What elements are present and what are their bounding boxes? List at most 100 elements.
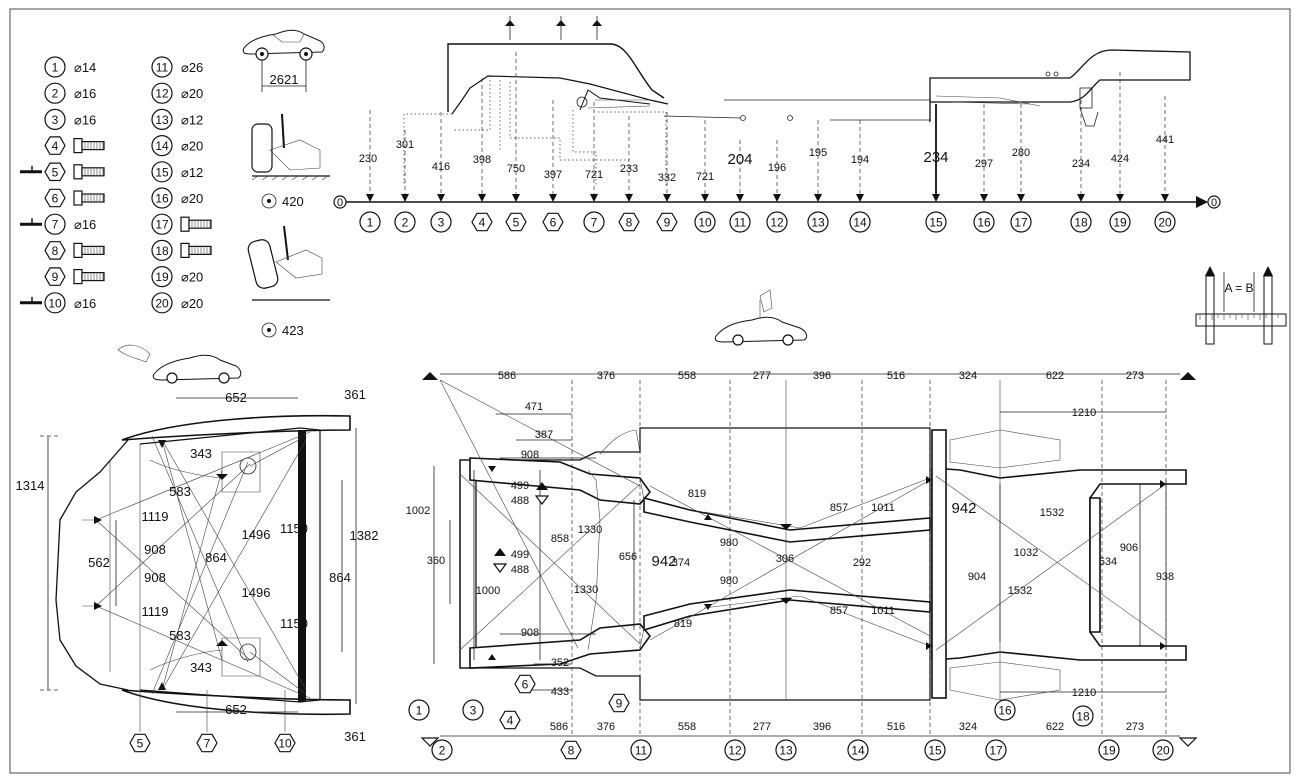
- plan-bottom-label-13-number: 13: [779, 744, 793, 758]
- front-label-10-number: 10: [278, 737, 292, 751]
- legend-item-18: 18: [151, 239, 212, 261]
- plan-extra-label-9: 9: [608, 693, 630, 713]
- plan-dim-rear-906: 906: [1120, 542, 1138, 554]
- plan-dim-front-387: 387: [535, 429, 553, 441]
- legend-item-16-spec: ⌀20: [181, 191, 203, 206]
- legend-item-17-bolt-icon: [180, 216, 212, 232]
- legend-item-19: 19⌀20: [151, 266, 203, 288]
- legend-item-11: 11⌀26: [151, 56, 203, 78]
- plan-dim-front-360: 360: [427, 555, 445, 567]
- legend-item-13: 13⌀12: [151, 108, 203, 131]
- legend-item-3-marker-number: 3: [52, 113, 59, 127]
- side-point-5-marker: 5: [505, 212, 527, 232]
- plan-bottom-label-17: 17: [985, 739, 1007, 761]
- side-point-11-marker: 11: [729, 211, 751, 233]
- legend-item-17-marker: 17: [151, 213, 173, 235]
- front-dim-diag-583-a: 583: [169, 484, 191, 499]
- legend-item-13-marker: 13: [151, 108, 173, 131]
- side-point-4-height: 398: [473, 154, 491, 166]
- wheelbase-value: 2621: [270, 72, 299, 87]
- plan-dim-diag-1011-a: 1011: [871, 502, 895, 514]
- legend-item-6-marker-number: 6: [52, 192, 59, 206]
- plan-dim-center-374: 374: [672, 557, 690, 569]
- legend-item-14: 14⌀20: [151, 135, 203, 157]
- side-point-18-height: 234: [1072, 158, 1090, 170]
- plan-dim-center-656: 656: [619, 551, 637, 563]
- legend-item-6-marker: 6: [44, 188, 66, 208]
- plan-bottom-segment-7: 324: [959, 721, 977, 733]
- side-point-17-marker-number: 17: [1014, 216, 1028, 230]
- side-point-10-height: 721: [696, 171, 714, 183]
- legend-item-20-marker: 20: [151, 292, 173, 314]
- front-suspension-sketch: 420: [251, 113, 330, 209]
- side-point-4-marker: 4: [471, 212, 493, 232]
- legend-item-14-marker: 14: [151, 135, 173, 157]
- plan-extra-label-4-number: 4: [507, 714, 514, 728]
- legend-item-2-spec: ⌀16: [74, 86, 96, 101]
- front-dim-side-span-lower: 1150: [280, 616, 308, 631]
- plan-bottom-segment-4: 277: [753, 721, 771, 733]
- plan-extra-label-16: 16: [994, 699, 1016, 721]
- plan-top-segment-1: 586: [498, 370, 516, 382]
- plan-bottom-segment-5: 396: [813, 721, 831, 733]
- side-point-15-marker-number: 15: [929, 216, 943, 230]
- side-point-15: 234 15: [923, 104, 949, 233]
- side-point-19-marker-number: 19: [1113, 216, 1127, 230]
- side-point-11-marker-number: 11: [734, 216, 747, 230]
- front-dim-diag-1119-b: 1119: [142, 604, 169, 619]
- side-point-16-height: 297: [975, 158, 993, 170]
- plan-dim-front-height: 1002: [406, 505, 430, 517]
- legend-item-3: 3 ⌀16: [44, 108, 96, 131]
- side-point-5-height: 750: [507, 163, 525, 175]
- legend-item-5-marker-number: 5: [52, 165, 59, 179]
- side-point-7-height: 721: [585, 169, 603, 181]
- plan-dim-diag-857-a: 857: [830, 502, 848, 514]
- legend-item-3-spec: ⌀16: [74, 112, 96, 127]
- side-point-14-height: 194: [851, 154, 869, 166]
- side-point-10-marker: 10: [694, 211, 716, 233]
- plan-dim-rear-1032: 1032: [1014, 547, 1038, 559]
- plan-bottom-label-15: 15: [924, 739, 946, 761]
- plan-top-segment-5: 396: [813, 370, 831, 382]
- tram-gauge-sketch: A = B: [1195, 266, 1287, 345]
- plan-bottom-label-19: 19: [1098, 739, 1120, 761]
- plan-dim-rear-938: 938: [1156, 571, 1174, 583]
- legend-item-16: 16⌀20: [151, 187, 203, 209]
- wheelbase-car-icon: 2621: [242, 29, 325, 92]
- side-point-2-height: 301: [396, 139, 414, 151]
- side-point-2-marker-number: 2: [402, 216, 409, 230]
- front-view-car-icon: [117, 344, 242, 384]
- plan-extra-label-4: 4: [499, 710, 521, 730]
- front-dim-top-width: 652: [225, 390, 247, 405]
- front-dim-center-562: 562: [88, 555, 110, 570]
- front-dim-inner-height: 1382: [350, 528, 379, 543]
- plan-dim-diag-819-a: 819: [688, 488, 706, 500]
- front-view-dimensions: 6526523613611314138286411501150343343583…: [16, 387, 379, 753]
- side-point-15-height: 234: [923, 149, 948, 166]
- legend-item-6: 6: [44, 188, 105, 208]
- legend-item-15: 15⌀12: [151, 161, 203, 183]
- plan-bottom-segment-6: 516: [887, 721, 905, 733]
- plan-dim-center-942-a: 942: [651, 553, 676, 570]
- side-origin-left: 0: [337, 197, 343, 209]
- plan-top-segment-3: 558: [678, 370, 696, 382]
- plan-extra-label-3: 3: [462, 699, 484, 721]
- plan-bottom-label-2-number: 2: [439, 744, 446, 758]
- rear-suspension-sketch: 423: [247, 225, 330, 338]
- side-point-12-marker: 12: [766, 211, 788, 233]
- plan-dim-rear-904: 904: [968, 571, 986, 583]
- side-point-17-height: 280: [1012, 147, 1030, 159]
- front-dim-lower-gap: 343: [190, 660, 212, 675]
- plan-extra-label-1-number: 1: [416, 704, 423, 718]
- plan-dim-diag-980-b: 980: [720, 575, 738, 587]
- plan-dim-center-306: 306: [776, 553, 794, 565]
- legend-item-4: 4: [44, 136, 105, 155]
- side-point-13-height: 195: [809, 147, 827, 159]
- plan-bottom-segment-2: 376: [597, 721, 615, 733]
- front-label-5-number: 5: [137, 737, 144, 751]
